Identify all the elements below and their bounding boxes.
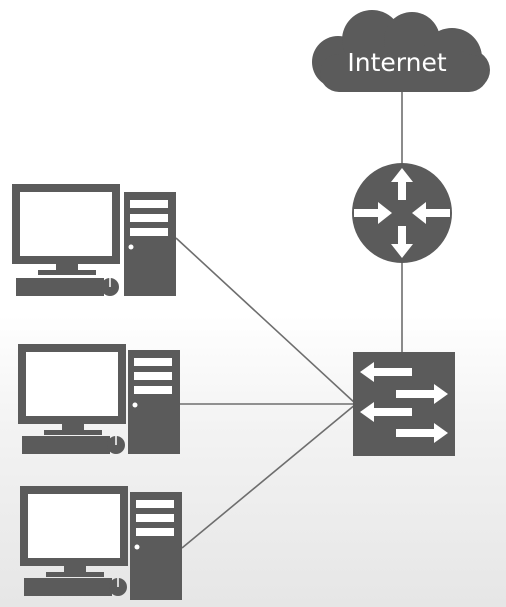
router [352, 163, 452, 263]
switch-arrows [360, 362, 448, 443]
router-arrows [354, 168, 450, 258]
desktop-computer-icon [20, 486, 182, 600]
router-icon [352, 163, 452, 263]
computer-2 [18, 344, 180, 454]
cloud-label: Internet [347, 48, 446, 77]
cloud-icon [312, 10, 490, 92]
switch [353, 352, 455, 456]
desktop-computer-icon [18, 344, 180, 454]
link-computer-1-switch [175, 237, 357, 405]
computer-3 [20, 486, 182, 600]
link-computer-3-switch [181, 403, 357, 549]
internet-cloud: Internet [312, 10, 490, 92]
computer-1 [12, 184, 176, 296]
desktop-computer-icon [12, 184, 176, 296]
connection-lines [175, 92, 403, 549]
